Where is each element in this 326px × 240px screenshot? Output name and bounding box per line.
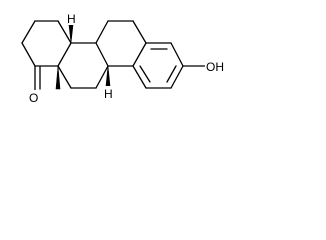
hydrogen-top-label-background (65, 11, 78, 25)
ketone-label-background (28, 90, 42, 105)
bond (170, 42, 184, 67)
ring-d-aromatic-bonds (132, 42, 184, 89)
hydrogen-bottom-label: H (104, 87, 113, 101)
ketone-oxygen-label: O (29, 91, 38, 105)
bond (132, 65, 147, 89)
bond (95, 65, 109, 89)
stereo-hydrogens (68, 24, 111, 87)
chemical-structure-diagram: O OH H H (21, 11, 229, 105)
methyl-wedge-bond (55, 65, 61, 90)
bond (170, 65, 184, 89)
bond (57, 65, 72, 89)
hydrogen-top-label: H (67, 12, 76, 26)
bond (57, 42, 72, 67)
bond (21, 42, 36, 67)
bond (95, 42, 109, 67)
bond (95, 20, 109, 44)
aromatic-inner-bond (166, 65, 177, 83)
ring-b-bonds (57, 42, 109, 89)
substituent-bonds (34, 65, 206, 92)
bond (132, 20, 147, 44)
bond (132, 42, 147, 67)
ring-c-bonds (95, 20, 147, 67)
hydrogen-bottom-label-background (102, 86, 115, 100)
ring-a-bonds (21, 20, 72, 67)
aromatic-inner-bond (139, 65, 151, 83)
bond (21, 20, 36, 44)
hydroxyl-label: OH (206, 60, 224, 74)
bond (57, 20, 72, 44)
hydroxyl-label-background (205, 59, 229, 74)
